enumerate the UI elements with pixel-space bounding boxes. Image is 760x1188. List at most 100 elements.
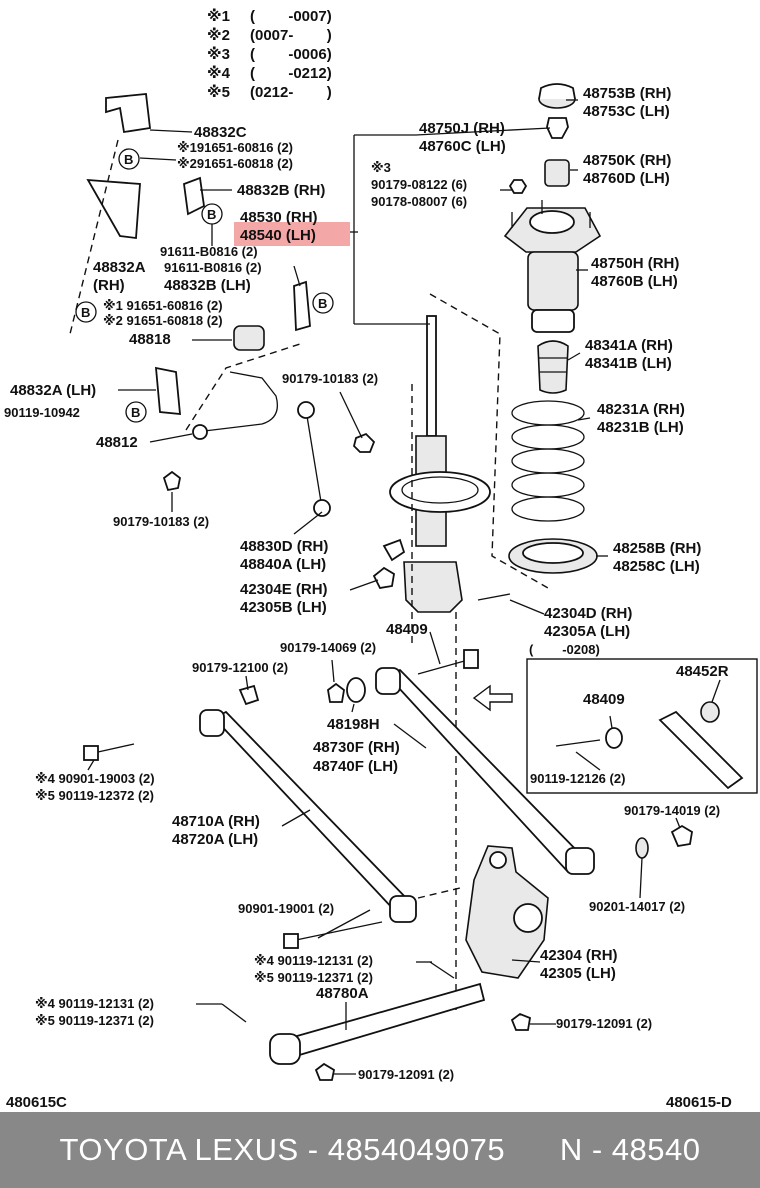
stabilizer-link-part xyxy=(305,409,323,509)
label-90119-12371-b[interactable]: ※5 90119-12371 (2) xyxy=(35,1013,154,1028)
label-90119-12126[interactable]: 90119-12126 (2) xyxy=(530,771,625,786)
label-48832c[interactable]: 48832C xyxy=(194,124,247,141)
b-marker-4 xyxy=(75,301,97,323)
label-42304[interactable]: 42304 (RH) xyxy=(540,947,618,964)
label-90201-14017[interactable]: 90201-14017 (2) xyxy=(589,899,685,914)
label-90119-10942[interactable]: 90119-10942 xyxy=(4,405,80,420)
label-90179-14019[interactable]: 90179-14019 (2) xyxy=(624,803,720,818)
label-48341b[interactable]: 48341B (LH) xyxy=(585,355,672,372)
knuckle-hole-1 xyxy=(489,851,507,869)
label-48818[interactable]: 48818 xyxy=(129,331,171,348)
lower-bolt-1 xyxy=(97,743,135,753)
label-48720a[interactable]: 48720A (LH) xyxy=(172,831,258,848)
label-48540[interactable]: 48540 (LH) xyxy=(240,227,316,244)
shock-seat-part xyxy=(389,471,491,513)
label-42305[interactable]: 42305 (LH) xyxy=(540,965,616,982)
label-90119-12131-b[interactable]: ※4 90119-12131 (2) xyxy=(35,996,154,1011)
label-91611-b0816-b[interactable]: 91611-B0816 (2) xyxy=(164,260,262,275)
label-48830d[interactable]: 48830D (RH) xyxy=(240,538,328,555)
shock-bolt-nut xyxy=(372,566,395,589)
label-48452r[interactable]: 48452R xyxy=(676,663,729,680)
legend-mark-5: ※5 xyxy=(207,83,230,101)
label-48753c[interactable]: 48753C (LH) xyxy=(583,103,670,120)
shock-bracket-part xyxy=(403,561,463,613)
label-48753b[interactable]: 48753B (RH) xyxy=(583,85,671,102)
label-48710a[interactable]: 48710A (RH) xyxy=(172,813,260,830)
adjusting-bolt-head xyxy=(463,649,479,669)
label-48832a-rh[interactable]: 48832A xyxy=(93,259,146,276)
label-48409-inset[interactable]: 48409 xyxy=(583,691,625,708)
label-90179-14069[interactable]: 90179-14069 (2) xyxy=(280,640,376,655)
inset-bolt xyxy=(555,739,601,747)
stabilizer-bar-end xyxy=(192,424,208,440)
part-drawings: B B B B B xyxy=(69,83,758,1081)
label-90179-10183-a[interactable]: 90179-10183 (2) xyxy=(282,371,378,386)
label-48750h[interactable]: 48750H (RH) xyxy=(591,255,679,272)
footer-bar: TOYOTA LEXUS - 4854049075 N - 48540 xyxy=(0,1112,760,1188)
label-48760c[interactable]: 48760C (LH) xyxy=(419,138,506,155)
label-42304d-range: ( -0208) xyxy=(529,642,600,657)
label-90119-12371-a[interactable]: ※5 90119-12371 (2) xyxy=(254,970,373,985)
label-48341a[interactable]: 48341A (RH) xyxy=(585,337,673,354)
label-91611-b0816-a[interactable]: 91611-B0816 (2) xyxy=(160,244,258,259)
label-91651-60818[interactable]: ※291651-60818 (2) xyxy=(177,156,293,171)
label-90179-12091-b[interactable]: 90179-12091 (2) xyxy=(358,1067,454,1082)
label-90179-12091-a[interactable]: 90179-12091 (2) xyxy=(556,1016,652,1031)
label-48750j[interactable]: 48750J (RH) xyxy=(419,120,505,137)
legend-range-1: ( -0007) xyxy=(250,8,332,25)
label-90119-12131-a[interactable]: ※4 90119-12131 (2) xyxy=(254,953,373,968)
label-91651-60816[interactable]: ※191651-60816 (2) xyxy=(177,140,293,155)
knuckle-part xyxy=(465,845,549,979)
label-90901-19001[interactable]: 90901-19001 (2) xyxy=(238,901,334,916)
legend-mark-2: ※2 xyxy=(207,26,230,44)
label-42305a[interactable]: 42305A (LH) xyxy=(544,623,630,640)
label-48740f[interactable]: 48740F (LH) xyxy=(313,758,398,775)
label-48258b[interactable]: 48258B (RH) xyxy=(613,540,701,557)
label-48840a[interactable]: 48840A (LH) xyxy=(240,556,326,573)
legend-range-2: (0007- ) xyxy=(250,27,332,44)
label-48832a-lh[interactable]: 48832A (LH) xyxy=(10,382,96,399)
label-48812[interactable]: 48812 xyxy=(96,434,138,451)
label-48832b-rh[interactable]: 48832B (RH) xyxy=(237,182,325,199)
label-90178-08007[interactable]: 90178-08007 (6) xyxy=(371,194,467,209)
label-42304e[interactable]: 42304E (RH) xyxy=(240,581,328,598)
label-42304d[interactable]: 42304D (RH) xyxy=(544,605,632,622)
label-91651-60818-set[interactable]: ※2 91651-60818 (2) xyxy=(103,313,223,328)
label-48530[interactable]: 48530 (RH) xyxy=(240,209,318,226)
stabilizer-link-bottom xyxy=(313,499,331,517)
label-48750k[interactable]: 48750K (RH) xyxy=(583,152,671,169)
label-90901-19003[interactable]: ※4 90901-19003 (2) xyxy=(35,771,155,786)
arm-outline xyxy=(417,887,461,899)
label-48760d[interactable]: 48760D (LH) xyxy=(583,170,670,187)
label-48231b[interactable]: 48231B (LH) xyxy=(597,419,684,436)
label-91651-60816-set[interactable]: ※1 91651-60816 (2) xyxy=(103,298,223,313)
b-marker-5 xyxy=(125,401,147,423)
b-marker-1-letter: B xyxy=(124,152,133,167)
label-48231a[interactable]: 48231A (RH) xyxy=(597,401,685,418)
label-48730f[interactable]: 48730F (RH) xyxy=(313,739,400,756)
label-90179-12100[interactable]: 90179-12100 (2) xyxy=(192,660,288,675)
label-90179-08122[interactable]: 90179-08122 (6) xyxy=(371,177,467,192)
leader-lines xyxy=(87,99,721,1075)
label-48760b[interactable]: 48760B (LH) xyxy=(591,273,678,290)
b-marker-3-letter: B xyxy=(318,296,327,311)
label-48258c[interactable]: 48258C (LH) xyxy=(613,558,700,575)
legend-range-5: (0212- ) xyxy=(250,84,332,101)
label-note-3: ※3 xyxy=(371,160,391,175)
inset-arrow xyxy=(472,684,513,712)
top-nut-part xyxy=(546,117,569,139)
lower-bolt-1-head xyxy=(83,745,99,761)
adjusting-bolt-part xyxy=(417,659,469,675)
label-42305b[interactable]: 42305B (LH) xyxy=(240,599,327,616)
clip-part xyxy=(238,684,260,706)
label-48409-main[interactable]: 48409 xyxy=(386,621,428,638)
inset-box xyxy=(526,658,758,794)
label-90179-10183-b[interactable]: 90179-10183 (2) xyxy=(113,514,209,529)
label-48780a[interactable]: 48780A xyxy=(316,985,369,1002)
inset-cam xyxy=(605,727,623,749)
link-nut-lower xyxy=(162,470,181,492)
label-48832b-lh[interactable]: 48832B (LH) xyxy=(164,277,251,294)
label-48198h[interactable]: 48198H xyxy=(327,716,380,733)
lower-bolt-3 xyxy=(429,961,455,979)
label-90119-12372[interactable]: ※5 90119-12372 (2) xyxy=(35,788,154,803)
